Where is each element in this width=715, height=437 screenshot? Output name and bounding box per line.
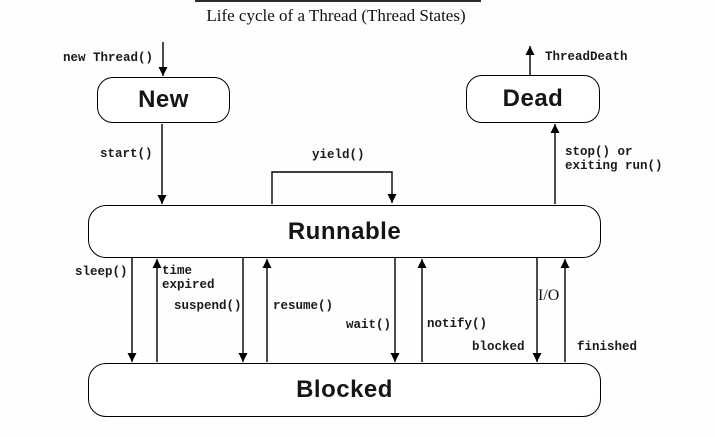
- label-sleep: sleep(): [75, 265, 128, 279]
- diagram-title: Life cycle of a Thread (Thread States): [206, 6, 466, 25]
- label-resume: resume(): [273, 299, 334, 313]
- arrow-yield-loop: [271, 171, 397, 204]
- state-label-runnable: Runnable: [287, 217, 402, 245]
- state-box-dead: Dead: [466, 75, 600, 123]
- cropped-edge-artifact: [195, 0, 481, 2]
- label-finished: finished: [577, 340, 638, 354]
- state-label-blocked: Blocked: [296, 376, 393, 403]
- label-io: I/O: [538, 287, 560, 304]
- label-blocked: blocked: [472, 340, 525, 354]
- state-box-blocked: Blocked: [88, 363, 601, 417]
- label-stop: stop() or exiting run(): [565, 145, 663, 173]
- label-start: start(): [100, 147, 153, 161]
- label-yield: yield(): [312, 148, 365, 162]
- state-box-runnable: Runnable: [88, 205, 601, 258]
- label-new-thread: new Thread(): [63, 51, 154, 65]
- label-suspend: suspend(): [174, 299, 242, 313]
- label-time-expired: time expired: [162, 264, 215, 292]
- label-thread-death: ThreadDeath: [545, 50, 628, 64]
- state-box-new: New: [97, 77, 230, 123]
- state-label-new: New: [138, 86, 189, 113]
- label-notify: notify(): [427, 317, 488, 331]
- state-label-dead: Dead: [502, 85, 564, 112]
- label-wait: wait(): [346, 318, 392, 332]
